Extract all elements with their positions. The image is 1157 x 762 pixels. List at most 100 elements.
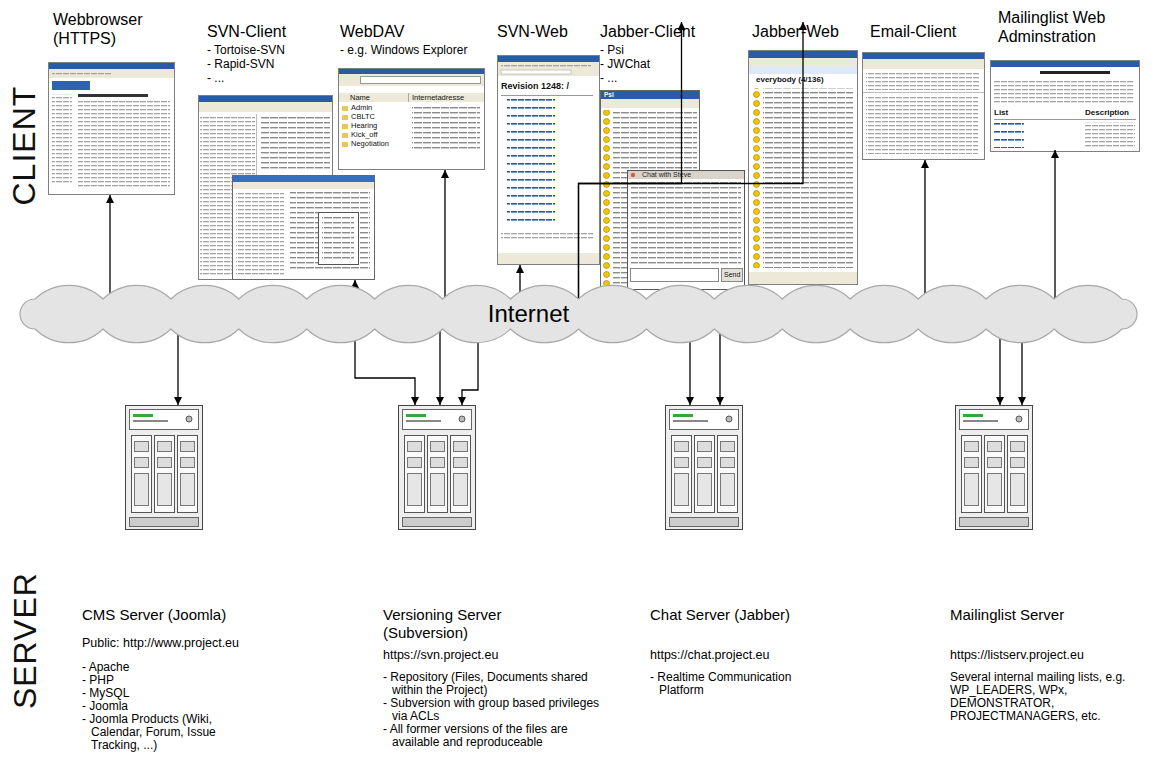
email-screenshot-part: [866, 96, 978, 154]
server-node: Versioning Server (Subversion) https://sv…: [380, 405, 605, 749]
app-bullet: - e.g. Windows Explorer: [340, 43, 488, 57]
webdav-screenshot-part: [339, 69, 484, 74]
browser-screenshot-part: [49, 63, 175, 195]
app-bullet: - Psi: [600, 43, 765, 57]
rapidsvn-screenshot-part: [322, 216, 354, 261]
browser-screenshot-part: [52, 94, 72, 184]
server-icon: [126, 406, 203, 530]
browser-screenshot-part: [78, 94, 148, 97]
webdav-screenshot-part: [412, 104, 480, 149]
rapidsvn-screenshot-part: [233, 176, 374, 182]
app-bullet: - JWChat: [600, 57, 765, 71]
email-screenshot-part: [863, 92, 984, 93]
svnweb-screenshot-part: [498, 62, 599, 76]
browser-screenshot-part: [49, 69, 174, 78]
client-app: Jabber-Client- Psi- JWChat- ...: [598, 22, 765, 290]
listadmin-screenshot-part: [991, 61, 1139, 67]
server-name: CMS Server (Joomla): [82, 606, 282, 624]
server-detail: Several internal mailing lists, e.g. WP_…: [950, 671, 1135, 723]
webdav-screenshot-part: [342, 115, 348, 120]
server-node: Mailinglist Serverhttps://listserv.proje…: [948, 405, 1148, 723]
server-detail: - Subversion with group based privileges…: [383, 697, 607, 723]
server-detail: - Repository (Files, Documents shared wi…: [383, 671, 607, 697]
psi-screenshot-part: [601, 91, 699, 99]
webdav-screenshot-part: [408, 93, 409, 102]
email-screenshot-part: [863, 53, 985, 160]
client-app: Mailinglist Web Adminstration: [990, 8, 1140, 150]
chat-window-screenshot-part: [631, 182, 741, 264]
server-url: Public: http://www.project.eu: [82, 636, 280, 651]
screenshot-text: Negotiation: [351, 140, 389, 148]
server-icon: [666, 406, 743, 530]
browser-screenshot-part: [52, 72, 112, 75]
side-label: CLIENT: [7, 85, 42, 205]
rapidsvn-screenshot-part: [236, 192, 284, 276]
webdav-screenshot-part: [339, 69, 485, 170]
connector: [579, 22, 804, 327]
cloud-label: Internet: [15, 283, 1142, 345]
webdav-screenshot-part: [361, 77, 481, 84]
screenshot-text: CBLTC: [351, 113, 375, 121]
rapidsvn-screenshot-part: [319, 213, 359, 265]
svnweb-screenshot-part: [501, 70, 571, 74]
screenshot-text: Hearing: [351, 122, 377, 130]
server-name: Chat Server (Jabber): [650, 606, 850, 624]
webdav-screenshot-part: [342, 133, 348, 138]
chat-window-screenshot-part: [628, 171, 745, 290]
server-icon: [956, 406, 1033, 530]
chat-window-screenshot-part: [631, 173, 635, 177]
app-name: SVN-Web: [497, 22, 600, 41]
webdav-screenshot-part: [339, 74, 484, 86]
svnweb-screenshot-part: [501, 232, 593, 240]
chat-window-screenshot: [628, 171, 745, 290]
chat-window-screenshot-part: [628, 171, 744, 179]
server-detail: - Realtime Communication Platform: [650, 671, 829, 697]
svnweb-screenshot-part: [498, 56, 600, 265]
server-node: CMS Server (Joomla) Public: http://www.pr…: [80, 405, 280, 752]
app-name: Webbrowser (HTTPS): [53, 10, 153, 48]
screenshot-text: Kick_off: [351, 131, 378, 139]
connector: [439, 327, 440, 405]
app-name: Email-Client: [870, 22, 985, 41]
webdav-screenshot-part: [342, 106, 348, 111]
svnweb-screenshot-part: [501, 95, 593, 96]
webdav-screenshot-part: [342, 142, 348, 147]
connector: [177, 327, 178, 405]
internet-cloud: Internet: [15, 283, 1142, 345]
server-url: https://listserv.project.eu: [950, 648, 1148, 663]
rapidsvn-screenshot: [233, 176, 375, 280]
explorer-screenshot-part: [260, 115, 330, 170]
screenshot-text: everybody (4/136): [756, 76, 824, 85]
listadmin-screenshot-part: [994, 122, 1024, 148]
svnweb-screenshot-part: [501, 65, 591, 68]
connector: [1054, 150, 1055, 301]
jabberweb-screenshot-part: [749, 272, 857, 284]
app-bullet: - Rapid-SVN: [207, 57, 375, 71]
explorer-screenshot-part: [199, 96, 332, 102]
client-app: SVN-Client- Tortoise-SVN- Rapid-SVN- ...: [198, 22, 375, 280]
screenshot-text: Psi: [604, 91, 614, 98]
browser-screenshot-part: [49, 63, 174, 69]
app-bullet: - ...: [207, 71, 375, 85]
server-url: https://svn.project.eu: [383, 648, 605, 663]
server-name: Versioning Server (Subversion): [383, 606, 533, 642]
svnweb-screenshot-part: [498, 56, 599, 62]
svnweb-screenshot: [498, 56, 600, 265]
client-app: Jabber-Web: [748, 22, 858, 285]
jabberweb-screenshot-part: [752, 88, 761, 268]
app-name: Jabber-Client: [600, 22, 765, 41]
rapidsvn-screenshot-part: [233, 176, 375, 280]
server-detail: - Joomla Products (Wiki, Calendar, Forum…: [82, 713, 231, 752]
screenshot-text: Name: [350, 94, 370, 102]
server-detail: - MySQL: [82, 687, 231, 700]
side-label: SERVER: [7, 572, 42, 709]
listadmin-screenshot-part: [1085, 122, 1135, 148]
screenshot-text: List: [994, 109, 1008, 118]
listadmin-screenshot-part: [994, 80, 1134, 104]
psi-screenshot-part: [601, 99, 699, 108]
server-icon: [399, 406, 476, 530]
cloud-shape: [15, 283, 1142, 345]
server-detail: - Apache: [82, 661, 231, 674]
browser-screenshot: [49, 63, 175, 195]
